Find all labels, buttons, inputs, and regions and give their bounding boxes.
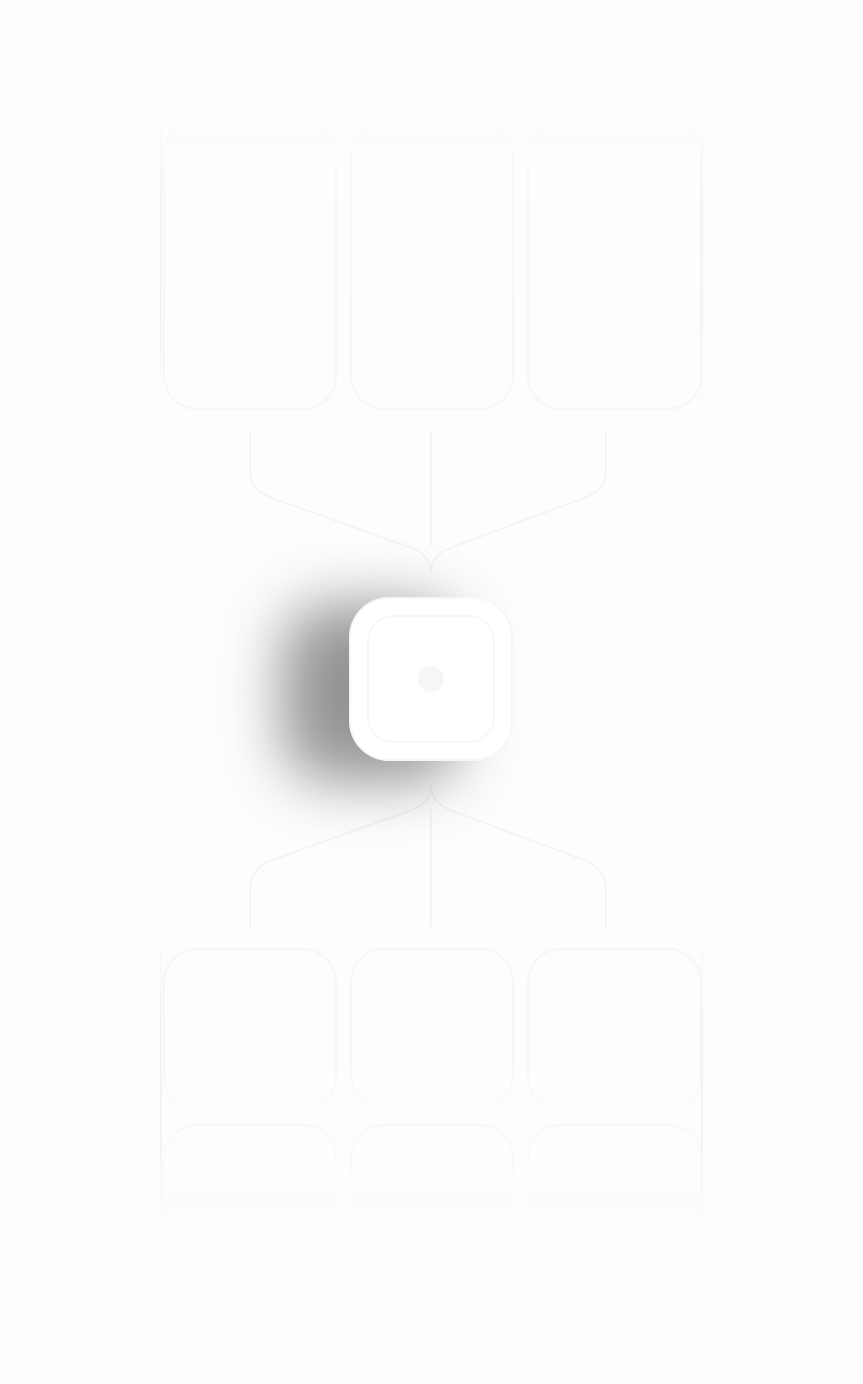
ghost-right-node: [527, 1124, 702, 1254]
connector-top-left: [249, 431, 432, 573]
bottom-right-node[interactable]: [527, 948, 702, 1110]
connector-top-right: [430, 431, 607, 573]
connector-bottom-left: [249, 785, 432, 927]
right-rail-lower: [701, 930, 703, 1230]
hub-inner-frame: [367, 615, 495, 743]
left-rail: [160, 110, 162, 410]
bottom-left-node[interactable]: [163, 948, 337, 1110]
connector-bottom-right: [430, 785, 607, 927]
ghost-center-node: [350, 1124, 514, 1254]
dot-icon: [418, 666, 444, 692]
bottom-center-node[interactable]: [350, 948, 514, 1110]
left-rail-lower: [160, 930, 162, 1230]
top-right-node[interactable]: [527, 120, 702, 410]
hub-node[interactable]: [349, 597, 513, 761]
right-rail: [701, 110, 703, 410]
ghost-left-node: [163, 1124, 337, 1254]
top-center-node[interactable]: [350, 120, 514, 410]
top-left-node[interactable]: [163, 120, 337, 410]
